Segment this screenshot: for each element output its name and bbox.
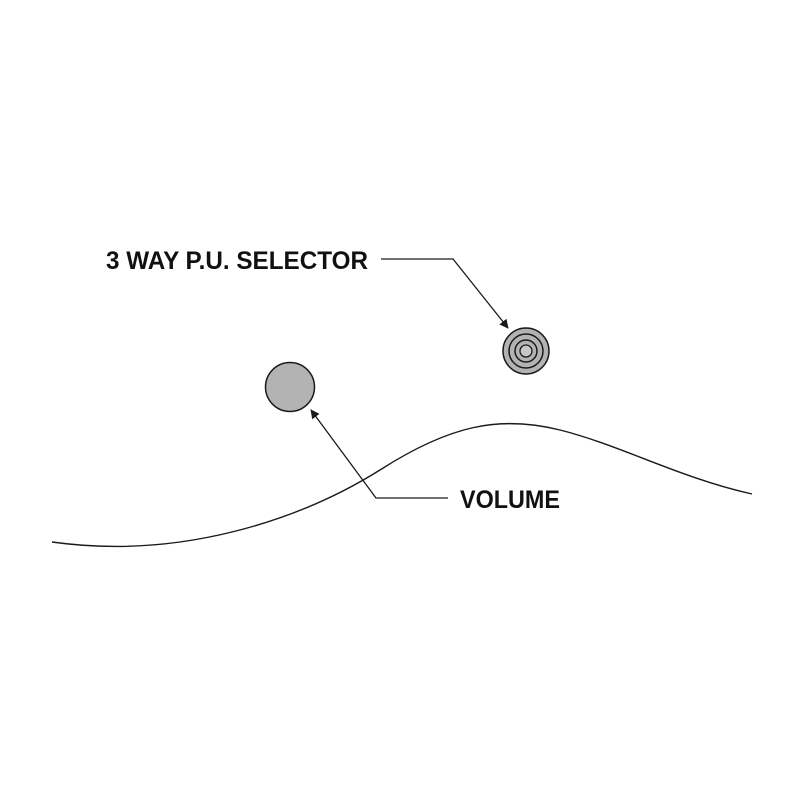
volume-label: VOLUME bbox=[460, 486, 560, 514]
pickup-selector-switch-icon bbox=[502, 327, 550, 375]
volume-knob-icon bbox=[264, 361, 316, 413]
selector-label: 3 WAY P.U. SELECTOR bbox=[106, 247, 368, 275]
selector-leader-arrow bbox=[381, 258, 509, 329]
body-outline-curve bbox=[51, 422, 753, 548]
volume-leader-arrow bbox=[310, 409, 448, 499]
